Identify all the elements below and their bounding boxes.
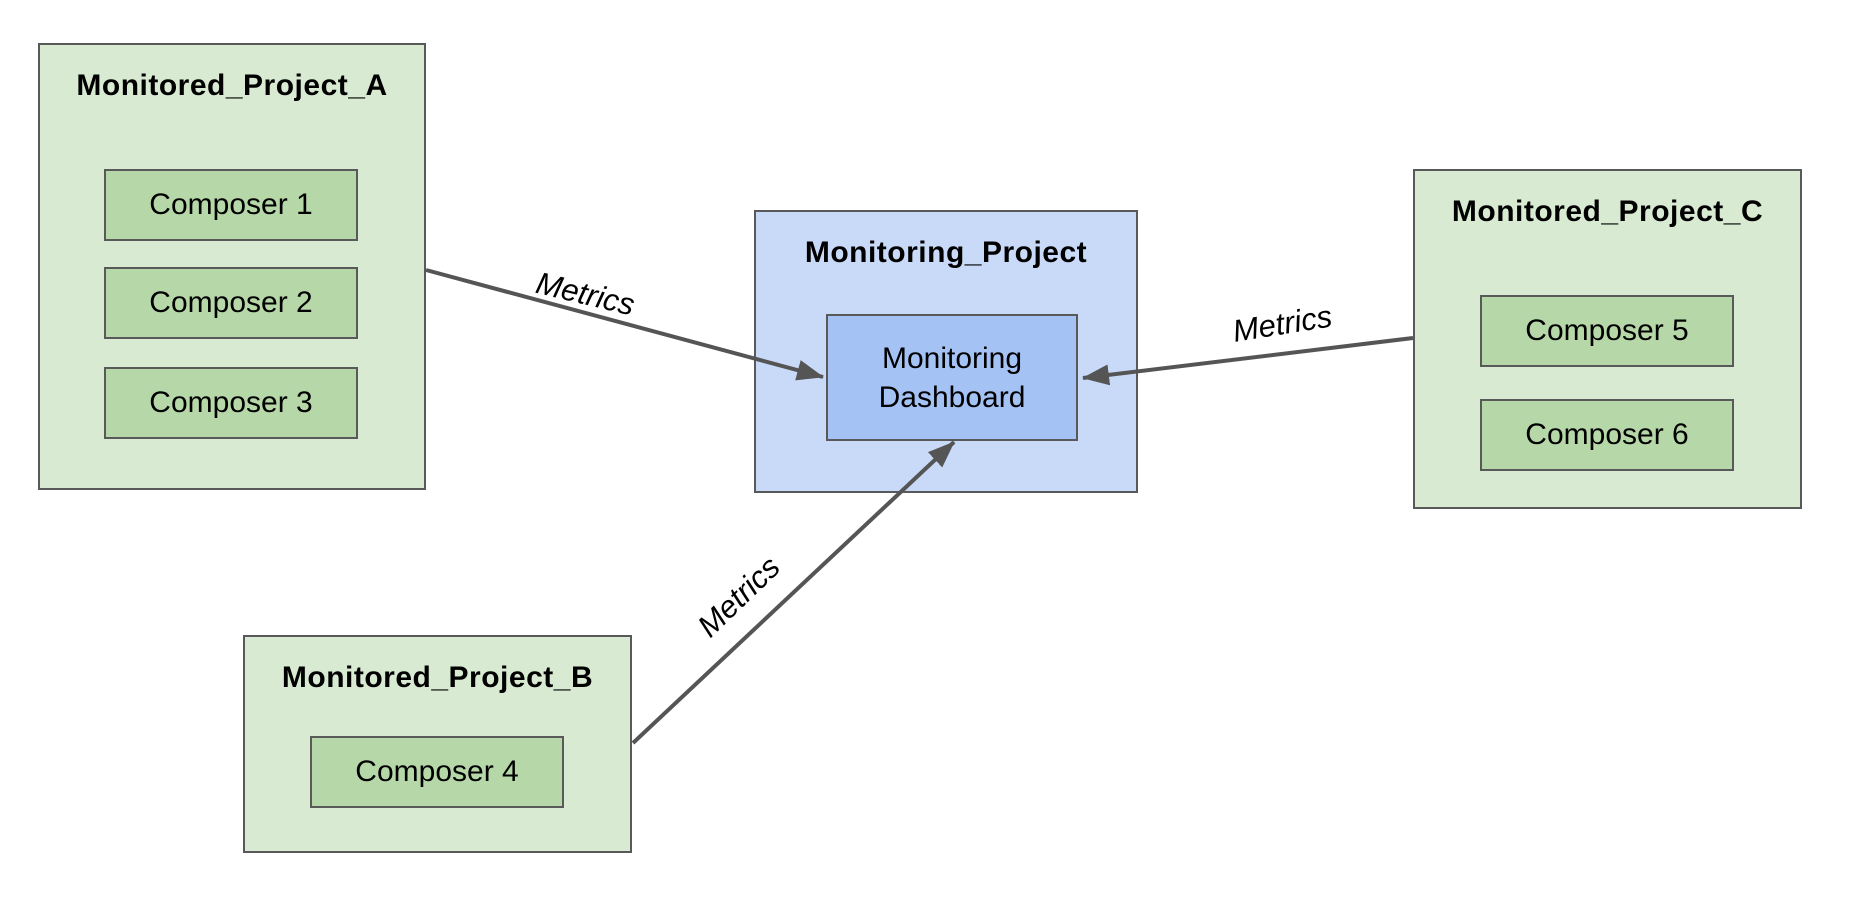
project-box-a: Monitored_Project_A Composer 1 Composer … [38, 43, 426, 490]
project-c-title: Monitored_Project_C [1451, 195, 1764, 228]
metrics-label-b: Metrics [691, 549, 787, 644]
metrics-label-a: Metrics [533, 265, 638, 322]
composer-4-node: Composer 4 [310, 736, 564, 808]
project-b-title: Monitored_Project_B [281, 661, 594, 694]
project-a-title: Monitored_Project_A [76, 69, 388, 102]
composer-6-node: Composer 6 [1480, 399, 1734, 471]
monitoring-project-box: Monitoring_Project Monitoring Dashboard [754, 210, 1138, 493]
metrics-label-c: Metrics [1230, 299, 1334, 349]
monitoring-dashboard-node: Monitoring Dashboard [826, 314, 1078, 441]
monitoring-project-title: Monitoring_Project [804, 236, 1088, 269]
project-box-c: Monitored_Project_C Composer 5 Composer … [1413, 169, 1802, 509]
composer-5-node: Composer 5 [1480, 295, 1734, 367]
monitoring-dashboard-label: Monitoring Dashboard [878, 341, 1026, 414]
composer-1-node: Composer 1 [104, 169, 358, 241]
composer-2-node: Composer 2 [104, 267, 358, 339]
composer-3-node: Composer 3 [104, 367, 358, 439]
project-box-b: Monitored_Project_B Composer 4 [243, 635, 632, 853]
